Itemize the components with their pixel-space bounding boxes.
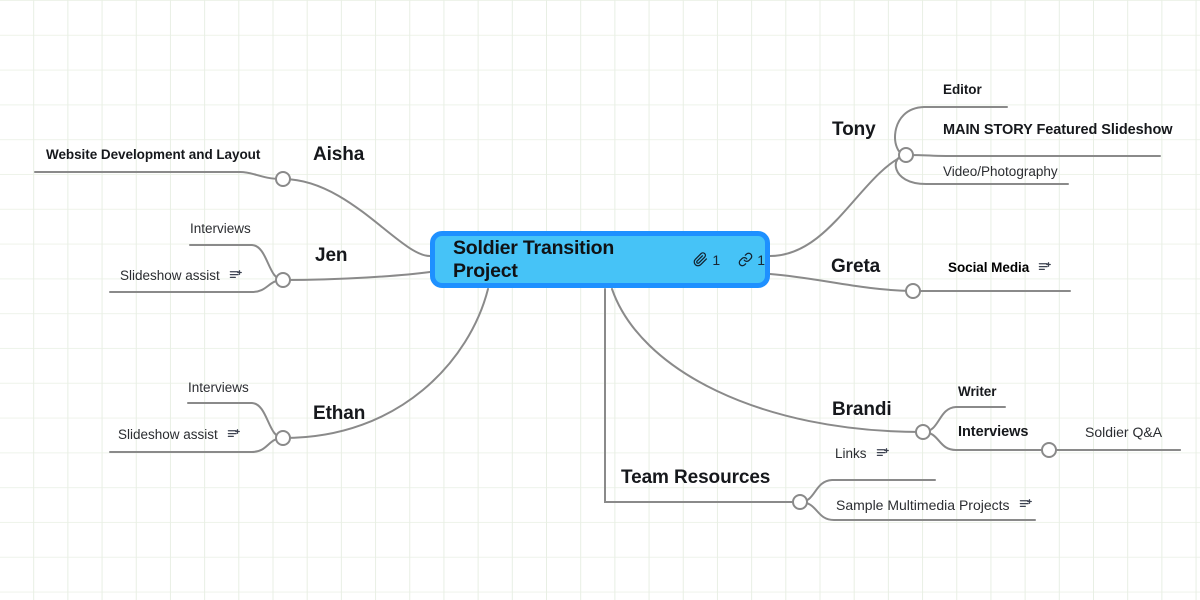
node-label-brandi-writer[interactable]: Writer <box>958 384 997 399</box>
link-icon <box>738 252 753 267</box>
branch-label-jen[interactable]: Jen <box>315 245 348 266</box>
node-label-tony-editor[interactable]: Editor <box>943 82 982 97</box>
branch-label-tony[interactable]: Tony <box>832 119 876 140</box>
node-label-ethan-interviews[interactable]: Interviews <box>188 380 249 395</box>
node-label-tony-video-photography[interactable]: Video/Photography <box>943 164 1058 179</box>
collapse-node-brandi[interactable] <box>915 424 931 440</box>
node-label-jen-interviews[interactable]: Interviews <box>190 221 251 236</box>
edge-label-text: Links <box>835 446 867 461</box>
node-label-website-development[interactable]: Website Development and Layout <box>46 147 261 162</box>
edge-aisha-website <box>34 171 284 180</box>
note-add-icon[interactable] <box>1019 498 1033 512</box>
edge-center-jen <box>283 271 431 281</box>
collapse-node-jen[interactable] <box>275 272 291 288</box>
link-badge[interactable]: 1 <box>738 252 765 268</box>
link-count: 1 <box>757 251 765 268</box>
collapse-node-interviews[interactable] <box>1041 442 1057 458</box>
node-label-soldier-qa[interactable]: Soldier Q&A <box>1085 424 1163 440</box>
node-label-ethan-slideshow-assist[interactable]: Slideshow assist <box>118 427 241 442</box>
node-label-text: Social Media <box>948 260 1030 275</box>
branch-label-aisha[interactable]: Aisha <box>313 144 365 165</box>
edge-label-brandi-links[interactable]: Links <box>835 446 890 461</box>
node-label-text: Slideshow assist <box>118 427 218 442</box>
node-label-tony-main-story[interactable]: MAIN STORY Featured Slideshow <box>943 122 1173 138</box>
collapse-node-greta[interactable] <box>905 283 921 299</box>
branch-label-brandi[interactable]: Brandi <box>832 399 892 420</box>
note-add-icon[interactable] <box>876 447 890 461</box>
central-node-title: Soldier Transition Project <box>453 236 615 282</box>
note-add-icon[interactable] <box>1038 261 1052 275</box>
node-label-text: Slideshow assist <box>120 268 220 283</box>
collapse-node-team-resources[interactable] <box>792 494 808 510</box>
edge-center-tony <box>769 154 906 257</box>
edge-center-aisha <box>283 178 431 257</box>
note-add-icon[interactable] <box>227 428 241 442</box>
branch-label-greta[interactable]: Greta <box>831 256 881 277</box>
branch-label-ethan[interactable]: Ethan <box>313 403 366 424</box>
node-label-jen-slideshow-assist[interactable]: Slideshow assist <box>120 268 243 283</box>
collapse-node-tony[interactable] <box>898 147 914 163</box>
attachment-badge[interactable]: 1 <box>693 252 720 268</box>
note-add-icon[interactable] <box>229 269 243 283</box>
collapse-node-aisha[interactable] <box>275 171 291 187</box>
branch-label-team-resources[interactable]: Team Resources <box>621 467 771 488</box>
attachment-count: 1 <box>712 251 721 268</box>
paperclip-icon <box>693 252 708 267</box>
node-label-brandi-interviews[interactable]: Interviews <box>958 424 1029 440</box>
central-node[interactable]: Soldier Transition Project 1 1 <box>430 231 770 288</box>
node-label-greta-social-media[interactable]: Social Media <box>948 260 1052 275</box>
node-label-sample-multimedia-projects[interactable]: Sample Multimedia Projects <box>836 497 1033 513</box>
collapse-node-ethan[interactable] <box>275 430 291 446</box>
node-label-text: Sample Multimedia Projects <box>836 497 1010 513</box>
edge-tony-mainstory <box>905 154 1161 157</box>
